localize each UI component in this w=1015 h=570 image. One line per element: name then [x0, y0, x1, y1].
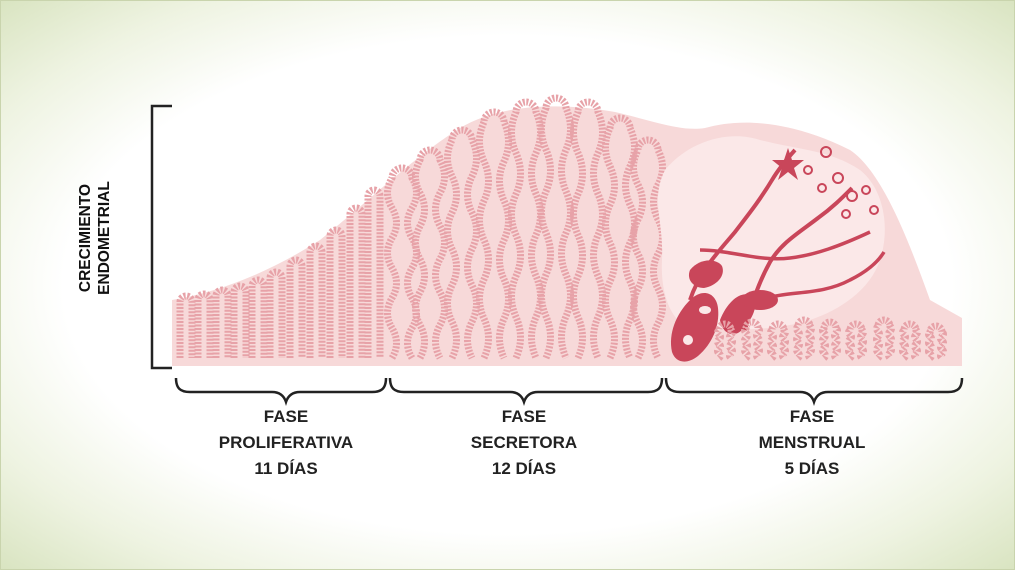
phase-proliferative-line2: PROLIFERATIVA	[176, 430, 396, 456]
phase-proliferative-duration: 11 DÍAS	[176, 456, 396, 482]
phase-menstrual-duration: 5 DÍAS	[702, 456, 922, 482]
phase-label-secretory: FASE SECRETORA 12 DÍAS	[414, 404, 634, 482]
phase-label-menstrual: FASE MENSTRUAL 5 DÍAS	[702, 404, 922, 482]
y-axis-label-line2: ENDOMETRIAL	[95, 181, 114, 295]
phase-secretory-line2: SECRETORA	[414, 430, 634, 456]
phase-proliferative-line1: FASE	[176, 404, 396, 430]
brace-menstrual	[666, 378, 962, 402]
phase-secretory-duration: 12 DÍAS	[414, 456, 634, 482]
y-axis-label-line1: CRECIMIENTO	[76, 181, 95, 295]
phase-label-proliferative: FASE PROLIFERATIVA 11 DÍAS	[176, 404, 396, 482]
brace-proliferative	[176, 378, 386, 402]
y-axis-label: CRECIMIENTO ENDOMETRIAL	[76, 181, 114, 295]
phase-menstrual-line1: FASE	[702, 404, 922, 430]
y-axis-bracket	[152, 106, 172, 368]
brace-secretory	[390, 378, 662, 402]
phase-menstrual-line2: MENSTRUAL	[702, 430, 922, 456]
phase-secretory-line1: FASE	[414, 404, 634, 430]
